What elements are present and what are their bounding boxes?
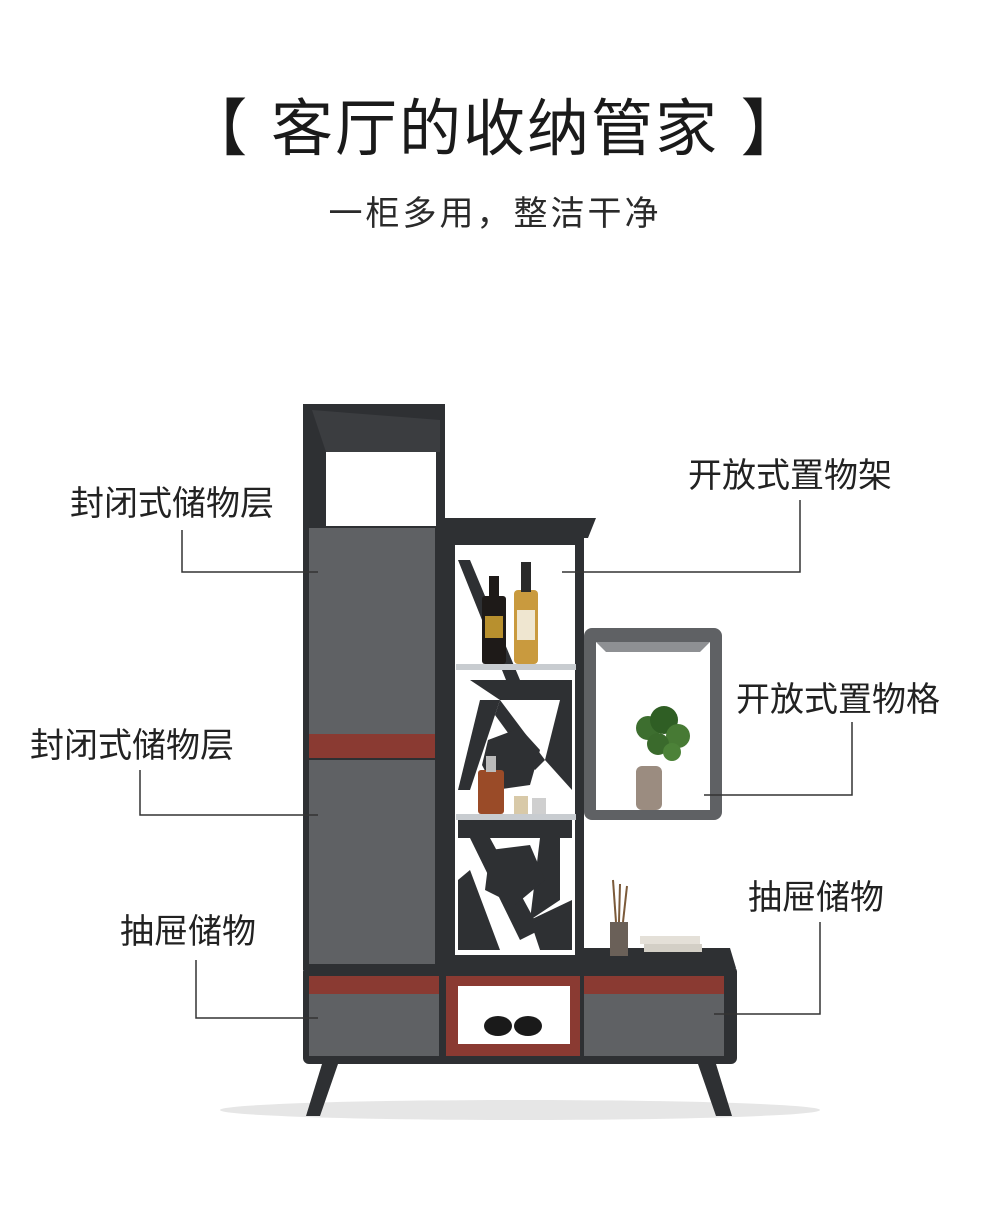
right-drawer: [584, 994, 724, 1056]
cube-shelf: [584, 628, 722, 820]
red-band: [309, 734, 435, 758]
label-closed-storage-upper: 封闭式储物层: [70, 484, 274, 524]
low-console: [303, 879, 737, 1116]
page-title: 【 客厅的收纳管家 】: [185, 92, 805, 165]
shoe-right: [514, 1016, 542, 1036]
leader-drawer-right: [714, 922, 821, 1015]
lower-door: [309, 760, 435, 964]
glass-shelf-top: [456, 664, 576, 670]
tall-tower: [303, 404, 445, 970]
floor-shadow: [220, 1100, 820, 1120]
right-drawer-red: [584, 976, 724, 994]
leader-lines: [139, 500, 853, 1019]
label-open-cube: 开放式置物格: [736, 680, 940, 720]
upper-door: [309, 528, 435, 734]
left-drawer: [309, 994, 439, 1056]
page-subtitle: 一柜多用，整洁干净: [328, 194, 662, 234]
leader-closed-lower: [139, 770, 318, 816]
leader-open-shelf: [562, 500, 801, 573]
label-drawer-storage-left: 抽屉储物: [120, 912, 256, 952]
bottles: [478, 562, 546, 814]
label-open-shelf: 开放式置物架: [688, 456, 892, 496]
potted-plant: [636, 706, 690, 810]
label-drawer-storage-right: 抽屉储物: [748, 878, 884, 918]
leader-closed-upper: [181, 530, 318, 573]
shoe-left: [484, 1016, 512, 1036]
label-closed-storage-lower: 封闭式储物层: [30, 726, 234, 766]
leader-drawer-left: [195, 960, 318, 1019]
glass-shelf-mid: [456, 814, 576, 820]
left-drawer-red: [309, 976, 439, 994]
open-shelf: [440, 518, 596, 970]
leader-open-cube: [704, 722, 853, 796]
